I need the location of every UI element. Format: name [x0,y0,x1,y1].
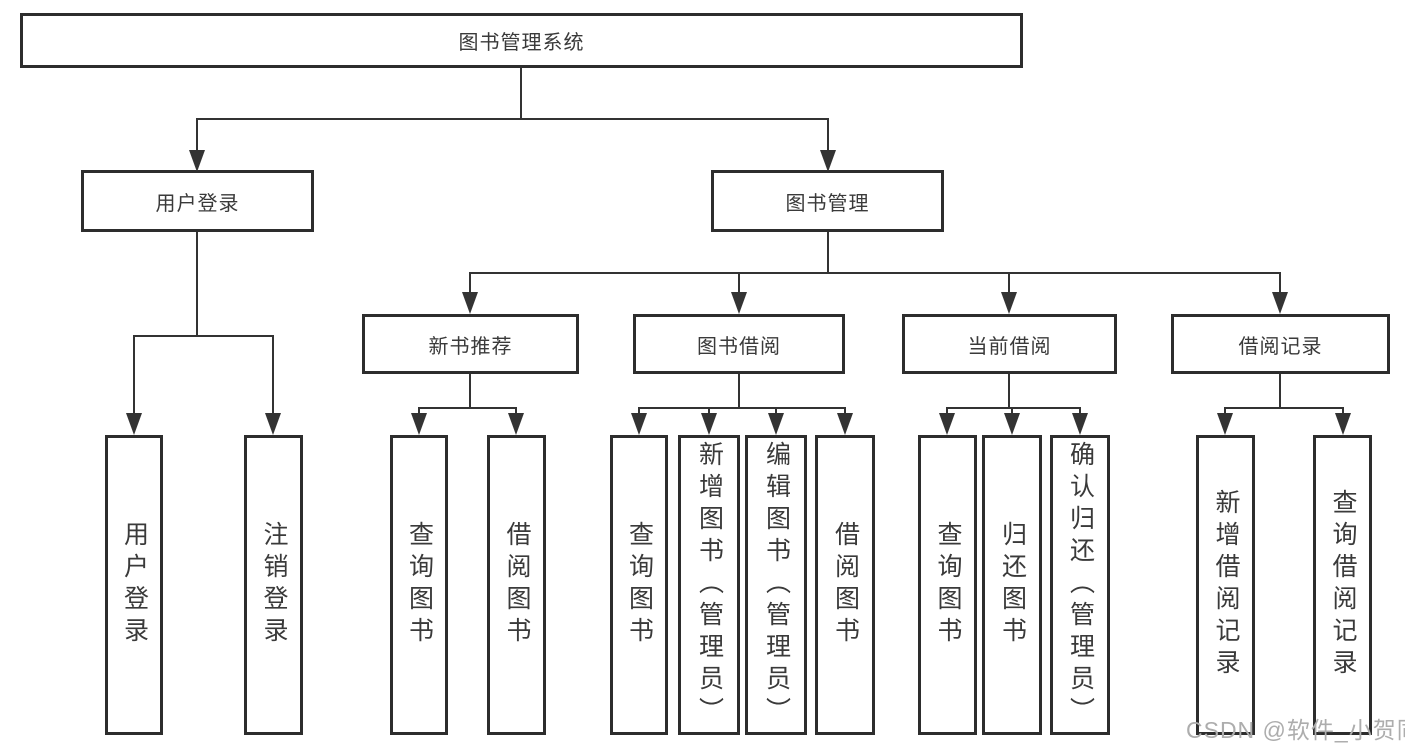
leaf-logout-login: 注销登录 [244,435,303,735]
leaf-label: 新增图书（管理员） [695,441,724,729]
leaf-query-book-borrow: 查询图书 [610,435,668,735]
leaf-confirm-return-admin: 确认归还（管理员） [1050,435,1110,735]
arrow-down-icon [265,413,281,435]
node-new-book-recommend: 新书推荐 [362,314,579,374]
connector-vline [1342,407,1344,415]
leaf-label: 用户登录 [120,521,149,649]
connector-vline [196,232,198,335]
leaf-label: 注销登录 [260,521,288,649]
arrow-down-icon [768,413,784,435]
leaf-borrow-book-recommend: 借阅图书 [487,435,546,735]
connector-vline [1079,407,1081,415]
node-user-login: 用户登录 [81,170,314,232]
connector-vline [418,407,420,415]
connector-hline [1224,407,1343,409]
connector-vline [775,407,777,415]
leaf-query-book-current: 查询图书 [918,435,977,735]
arrow-down-icon [508,413,524,435]
arrow-down-icon [1004,413,1020,435]
node-label: 当前借阅 [967,335,1052,358]
arrow-down-icon [411,413,427,435]
connector-vline [1224,407,1226,415]
leaf-label: 查询图书 [934,521,962,649]
node-label: 借阅记录 [1238,335,1323,358]
leaf-label: 确认归还（管理员） [1066,441,1095,729]
arrow-down-icon [1072,413,1088,435]
connector-hline [469,272,1281,274]
connector-vline [738,272,740,294]
connector-vline [1008,374,1010,407]
leaf-label: 查询图书 [405,521,434,649]
connector-hline [133,335,274,337]
node-label: 新书推荐 [428,335,513,358]
connector-vline [827,118,829,152]
arrow-down-icon [939,413,955,435]
leaf-add-book-admin: 新增图书（管理员） [678,435,740,735]
connector-hline [638,407,846,409]
arrow-down-icon [126,413,142,435]
leaf-query-book-recommend: 查询图书 [390,435,448,735]
leaf-label: 归还图书 [998,521,1027,649]
leaf-borrow-book: 借阅图书 [815,435,875,735]
arrow-down-icon [631,413,647,435]
node-label: 图书借阅 [697,335,781,358]
arrow-down-icon [462,292,478,314]
arrow-down-icon [731,292,747,314]
connector-vline [272,335,274,415]
connector-vline [708,407,710,415]
connector-vline [946,407,948,415]
connector-hline [418,407,517,409]
arrow-down-icon [1217,413,1233,435]
arrow-down-icon [1272,292,1288,314]
connector-vline [1011,407,1013,415]
connector-vline [469,374,471,407]
leaf-label: 查询借阅记录 [1329,489,1357,681]
connector-vline [520,68,522,118]
connector-vline [133,335,135,415]
node-current-borrow: 当前借阅 [902,314,1117,374]
connector-vline [1008,272,1010,294]
node-label: 图书管理系统 [458,32,585,54]
csdn-watermark: CSDN @软件_小贺同学 [1186,717,1405,743]
leaf-label: 借阅图书 [831,521,860,649]
leaf-label: 查询图书 [625,521,654,649]
leaf-edit-book-admin: 编辑图书（管理员） [745,435,807,735]
leaf-user-login: 用户登录 [105,435,163,735]
connector-hline [196,118,829,120]
arrow-down-icon [820,150,836,172]
arrow-down-icon [837,413,853,435]
leaf-add-borrow-record: 新增借阅记录 [1196,435,1255,735]
node-label: 图书管理 [785,192,870,215]
node-book-management: 图书管理 [711,170,944,232]
leaf-label: 借阅图书 [503,521,531,649]
node-library-system: 图书管理系统 [20,13,1023,68]
connector-vline [1279,374,1281,407]
arrow-down-icon [701,413,717,435]
leaf-query-borrow-record: 查询借阅记录 [1313,435,1372,735]
leaf-label: 编辑图书（管理员） [762,441,791,729]
leaf-return-book: 归还图书 [982,435,1042,735]
connector-hline [946,407,1081,409]
connector-vline [1279,272,1281,294]
connector-vline [515,407,517,415]
arrow-down-icon [189,150,205,172]
connector-vline [196,118,198,152]
arrow-down-icon [1001,292,1017,314]
node-label: 用户登录 [155,192,240,215]
connector-vline [827,232,829,272]
connector-vline [638,407,640,415]
connector-vline [738,374,740,407]
node-book-borrow: 图书借阅 [633,314,845,374]
leaf-label: 新增借阅记录 [1212,489,1240,681]
node-borrow-records: 借阅记录 [1171,314,1390,374]
connector-vline [844,407,846,415]
connector-vline [469,272,471,294]
arrow-down-icon [1335,413,1351,435]
